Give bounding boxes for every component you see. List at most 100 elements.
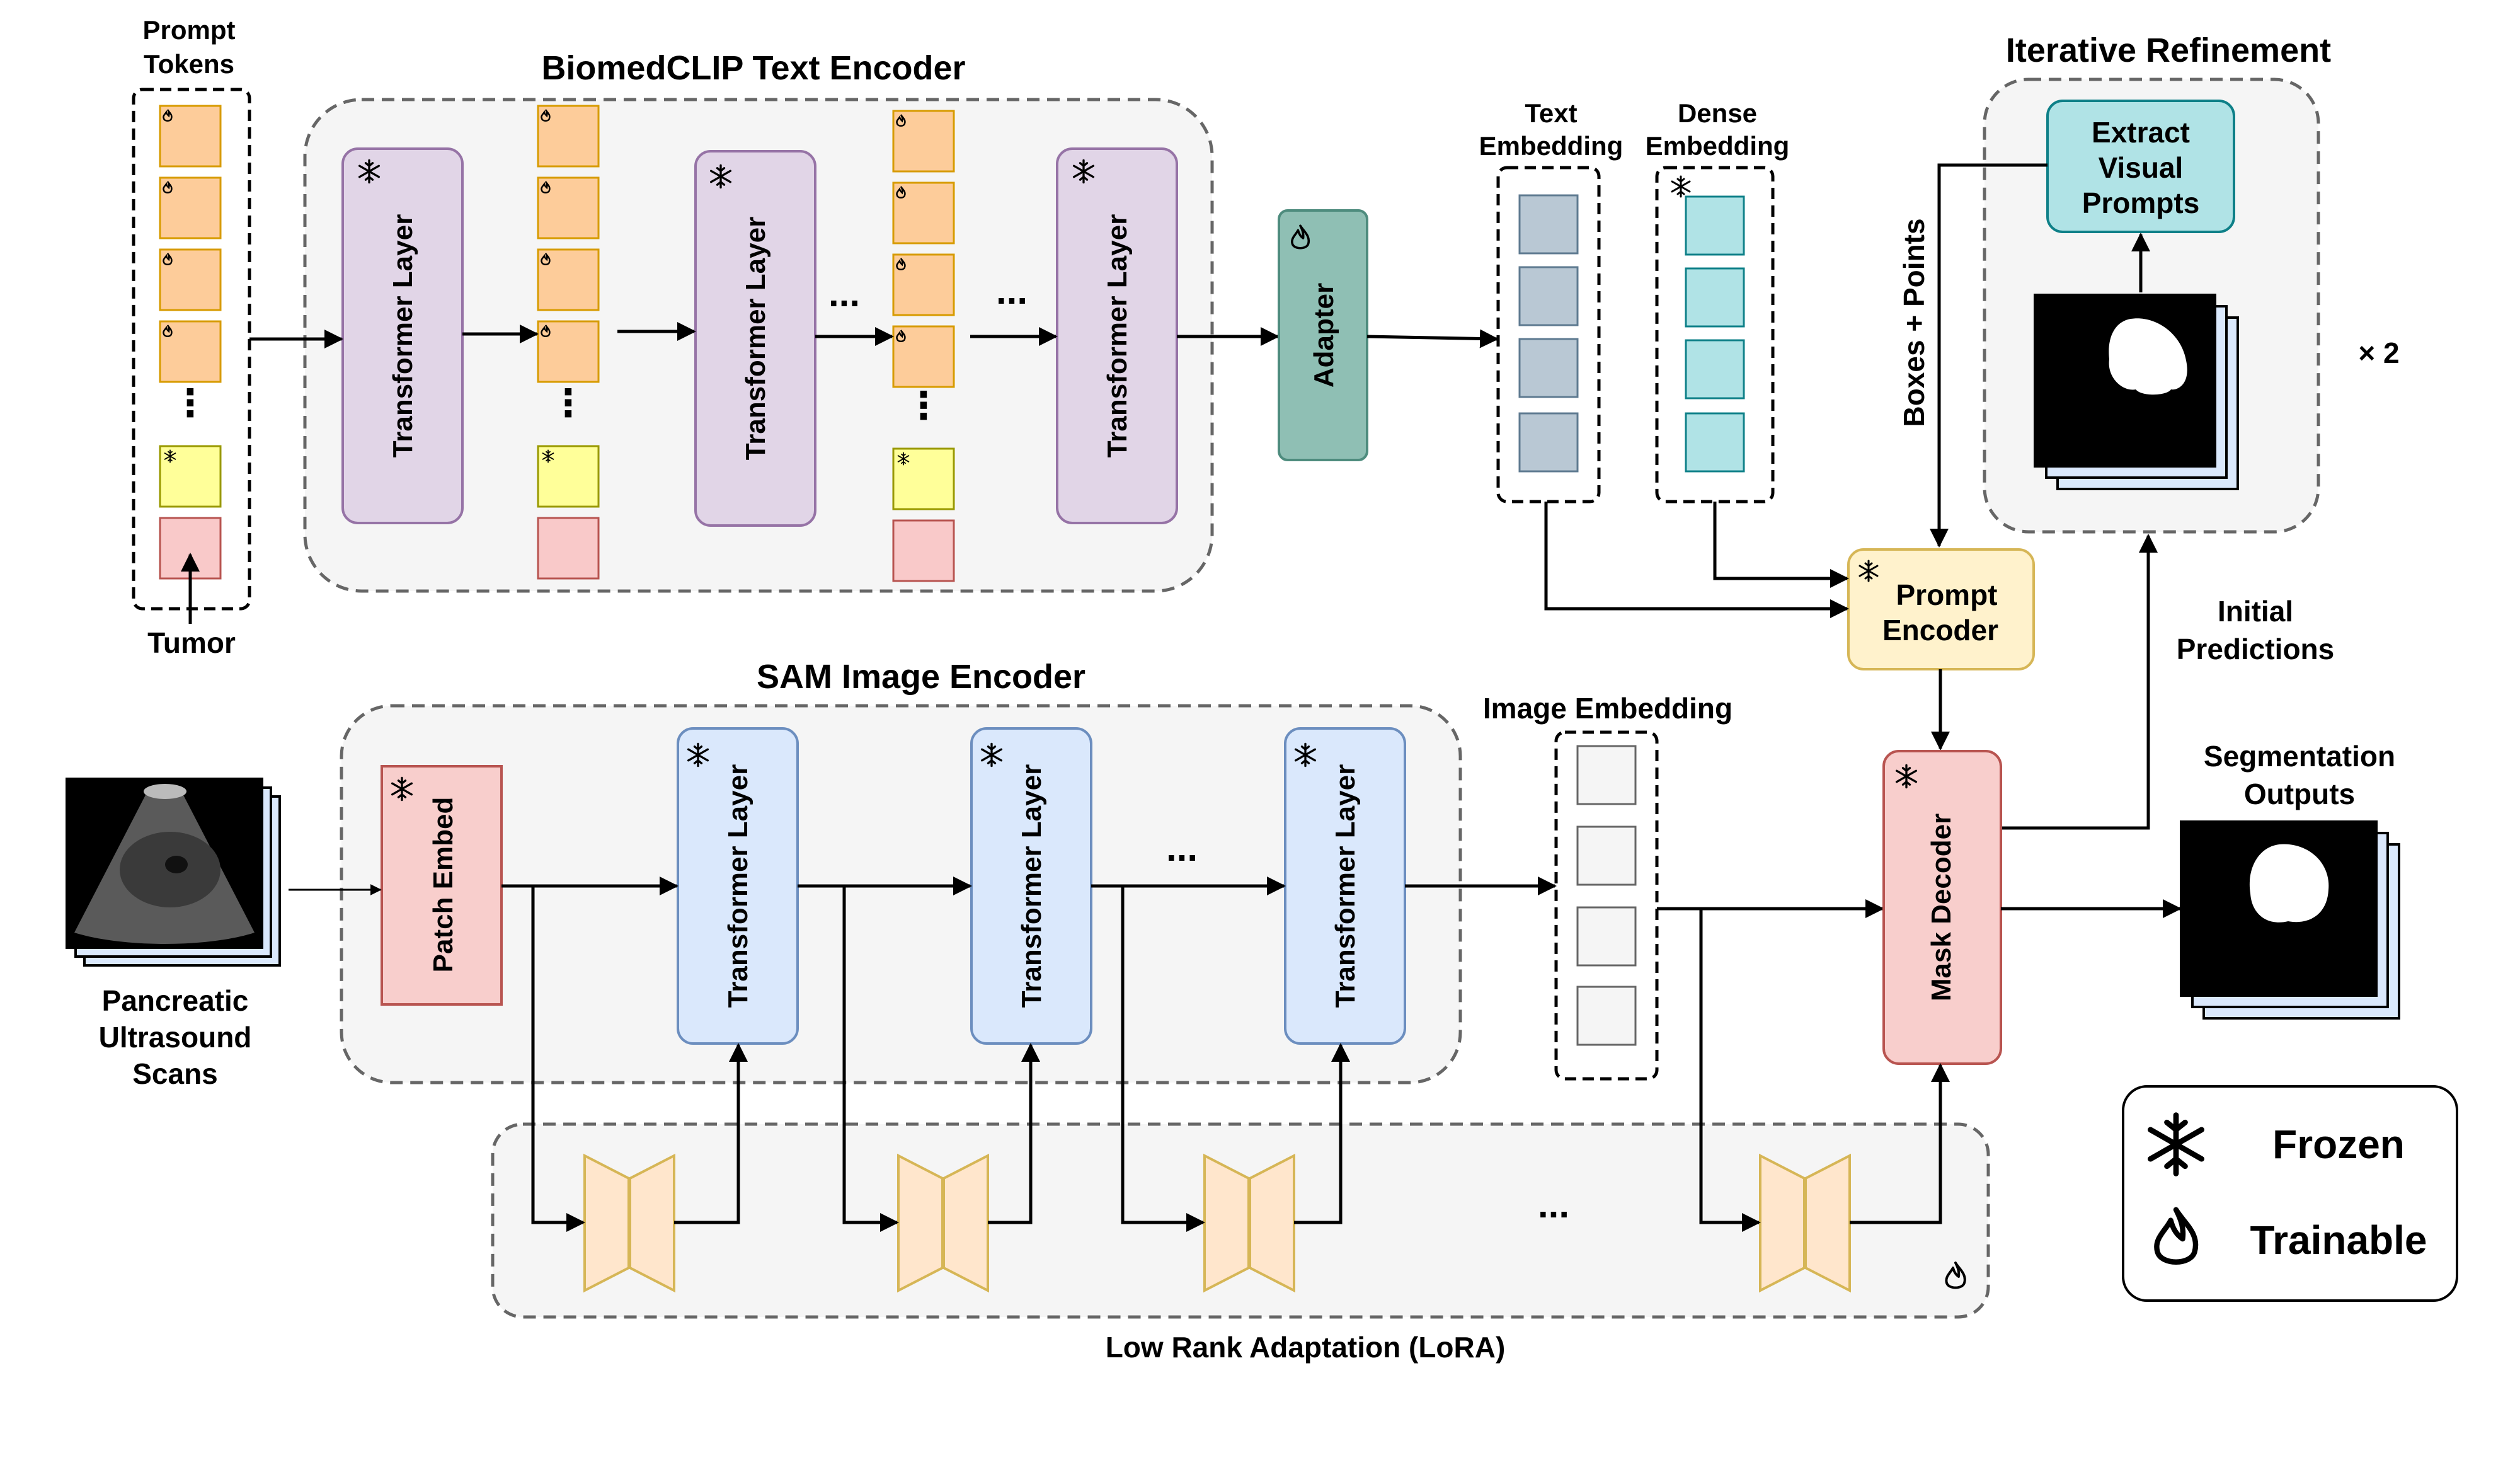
legend: Frozen Trainable [2122,1085,2458,1302]
boxes-points-label: Boxes + Points [1898,218,1930,427]
snowflake-icon [1671,175,1691,198]
dense-embedding-cell [1685,195,1745,256]
text-embedding-label: Text [1525,98,1577,128]
biomedclip-text-encoder: BiomedCLIP Text Encoder Transformer Laye… [303,49,1214,593]
arrow [842,886,899,1232]
image-embedding-cell [1576,745,1637,805]
ultrasound-probe [144,784,186,799]
lora-down-projection [583,1153,630,1293]
initial-predictions-label: Initial [2218,595,2293,628]
adapter-block: Adapter [1278,209,1368,461]
ellipsis: ... [1538,1183,1569,1226]
image-embedding-cell [1576,825,1637,886]
mask-decoder-label: Mask Decoder [1926,814,1957,1001]
token-pink [537,517,600,580]
extract-visual-prompts-label: Prompts [2082,187,2200,219]
arrow [1699,909,1761,1232]
vertical-ellipsis: ⋮ [549,382,587,424]
dense-embedding-cell [1685,339,1745,400]
tumor-mask-shape [2109,318,2187,395]
sam-image-encoder-container [340,704,1462,1084]
iterative-refinement-group: Iterative Refinement Extract Visual Prom… [1983,32,2331,534]
arrow [1544,502,1849,618]
image-embedding-label: Image Embedding [1483,692,1732,725]
sam-image-encoder: SAM Image Encoder Patch Embed Transforme… [340,658,1462,1084]
arrow [2001,534,2158,830]
token-orange [159,105,222,168]
vertical-ellipsis: ⋮ [171,382,209,424]
image-embedding-cell [1576,906,1637,967]
dense-embedding-cell [1685,267,1745,328]
segmentation-outputs-group: Segmentation Outputs [2180,740,2400,1020]
text-embedding-group: Text Embedding [1479,98,1624,503]
arrow [1294,1043,1350,1224]
image-embedding-cell [1576,986,1637,1046]
adapter [1278,209,1368,461]
segmentation-outputs-label: Segmentation [2204,740,2395,773]
prompt-encoder-block: Prompt Encoder [1847,548,2035,670]
extract-visual-prompts-label: Visual [2099,151,2184,184]
arrow [1930,163,2048,548]
iterative-refinement-title: Iterative Refinement [2006,32,2331,69]
mask-decoder-block: Mask Decoder [1882,750,2002,1065]
prompt-tokens-label: Tokens [144,49,234,79]
ultrasound-scans-group: Pancreatic Ultrasound Scans [66,778,281,1090]
ultrasound-lesion [165,856,188,873]
adapter-label: Adapter [1309,283,1339,388]
extract-visual-prompts-label: Extract [2092,116,2190,149]
transformer-layer-label: Transformer Layer [1102,214,1133,457]
dense-embedding-cell [1685,412,1745,473]
scans-label: Ultrasound [99,1021,252,1054]
dense-embedding-label: Embedding [1646,131,1790,161]
lora-up-projection [1804,1153,1851,1293]
lora-down-projection [897,1153,944,1293]
prompt-tokens-group: Prompt Tokens ⋮ Tumor [132,15,251,659]
vertical-ellipsis: ⋮ [905,384,942,427]
token-orange [892,181,955,244]
token-orange [537,248,600,311]
token-orange [159,248,222,311]
tumor-mask-shape [2249,844,2329,923]
token-orange [159,176,222,239]
token-orange [892,110,955,173]
dense-embedding-group: Dense Embedding [1646,98,1790,503]
token-orange [537,105,600,168]
arrow [1121,886,1205,1232]
transformer-layer-label: Transformer Layer [723,764,753,1008]
token-orange [537,176,600,239]
transformer-layer-label: Transformer Layer [1016,764,1047,1008]
transformer-layer-label: Transformer Layer [1330,764,1361,1008]
token-orange [892,253,955,316]
scans-label: Pancreatic [102,984,249,1017]
legend-trainable-label: Trainable [2250,1217,2427,1263]
patch-embed-label: Patch Embed [428,797,459,973]
token-orange [892,325,955,388]
lora-group: Low Rank Adaptation (LoRA) ... [491,1122,1990,1364]
lora-down-projection [1759,1153,1806,1293]
arrow [1850,1063,1950,1224]
image-embedding-group: Image Embedding [1483,692,1732,1081]
text-embedding-cell [1518,338,1579,398]
lora-up-projection [942,1153,989,1293]
legend-box [2122,1085,2458,1302]
arrow [531,886,585,1232]
initial-predictions-label: Predictions [2177,633,2335,665]
arrow [988,1043,1040,1224]
text-embedding-label: Embedding [1479,131,1624,161]
text-embedding-cell [1518,412,1579,473]
token-orange [537,320,600,383]
token-yellow [159,445,222,508]
scans-label: Scans [132,1057,218,1090]
text-embedding-cell [1518,194,1579,255]
ellipsis: ... [996,270,1028,312]
token-orange [159,320,222,383]
prompt-encoder-label: Prompt [1896,578,1998,611]
times-two-label: × 2 [2358,336,2399,369]
ellipsis: ... [828,272,860,314]
token-pink [892,519,955,582]
transformer-layer-label: Transformer Layer [740,217,771,460]
text-embedding-cell [1518,266,1579,326]
lora-down-projection [1203,1153,1250,1293]
tumor-label: Tumor [147,626,236,659]
